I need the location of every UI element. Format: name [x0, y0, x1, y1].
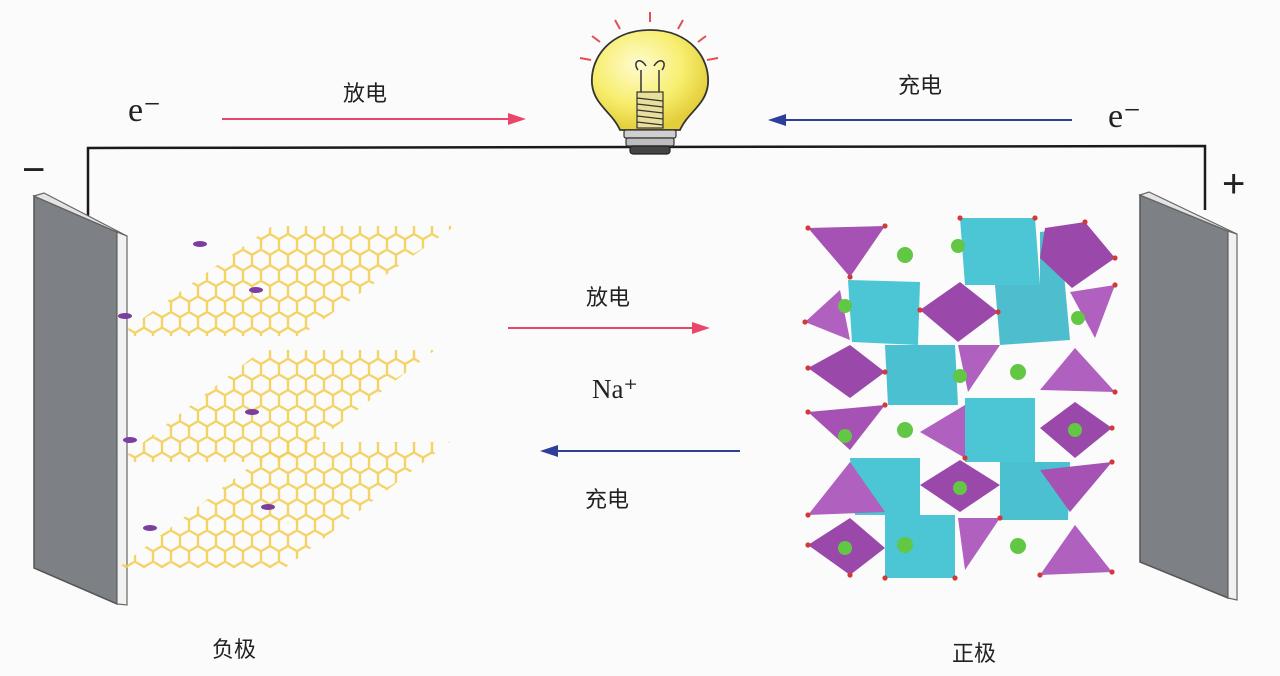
sodium-ion	[838, 429, 852, 443]
octahedron	[920, 405, 965, 458]
charge-electron-arrow	[768, 114, 1072, 126]
charge-label-top: 充电	[898, 74, 943, 99]
sodium-site	[261, 504, 275, 510]
sodium-ion	[953, 481, 967, 495]
discharge-label-top: 放电	[343, 82, 388, 107]
external-wire	[86, 144, 1207, 218]
sodium-site	[123, 437, 137, 443]
graphene-layer	[118, 442, 450, 568]
octahedron	[1040, 222, 1115, 288]
graphene-layer	[118, 350, 435, 462]
octahedron	[805, 290, 850, 340]
graphene-layer	[118, 226, 455, 336]
sodium-ion	[1071, 311, 1085, 325]
prism	[848, 280, 920, 345]
positive-electrode-plate	[1138, 191, 1238, 601]
octahedron	[958, 345, 1000, 392]
octahedron	[1040, 462, 1112, 512]
octahedron	[1070, 285, 1115, 338]
charge-ion-arrow	[540, 445, 740, 457]
charge-label-ion: 充电	[585, 488, 630, 513]
sodium-ion	[838, 299, 852, 313]
discharge-ion-arrow	[508, 322, 710, 334]
prism	[965, 398, 1035, 462]
octahedron	[808, 462, 885, 515]
octahedron	[920, 282, 998, 342]
cathode-crystal-structure	[802, 215, 1118, 581]
graphene-layers	[118, 226, 455, 568]
octahedron	[808, 405, 885, 450]
sodium-ion	[897, 247, 913, 263]
sodium-site	[118, 313, 132, 319]
prism	[885, 515, 955, 578]
sodium-site	[245, 409, 259, 415]
prism	[885, 345, 958, 405]
octahedron	[808, 345, 885, 398]
sodium-ion	[951, 239, 965, 253]
octahedron	[1040, 525, 1112, 575]
positive-terminal-sign: +	[1222, 162, 1246, 206]
discharge-label-ion: 放电	[586, 286, 631, 311]
octahedron	[1040, 348, 1115, 392]
light-bulb-icon	[579, 12, 719, 155]
sodium-ion-label: Na⁺	[592, 374, 638, 404]
discharge-electron-arrow	[222, 113, 526, 125]
electron-label-right: e⁻	[1108, 98, 1142, 135]
sodium-ion	[897, 537, 913, 553]
negative-electrode-plate	[32, 192, 128, 606]
sodium-ion	[1068, 423, 1082, 437]
sodium-site	[143, 525, 157, 531]
sodium-ion	[897, 422, 913, 438]
sodium-ion	[838, 541, 852, 555]
oxygen-vertices	[802, 215, 1118, 581]
sodium-ion	[953, 369, 967, 383]
sodium-ion	[1010, 364, 1026, 380]
sodium-site	[193, 241, 207, 247]
negative-electrode-label: 负极	[212, 638, 257, 663]
octahedron	[808, 226, 885, 277]
sodium-ion	[1010, 538, 1026, 554]
positive-electrode-label: 正极	[952, 642, 997, 667]
negative-terminal-sign: −	[22, 148, 46, 192]
octahedron	[958, 518, 1000, 570]
sodium-site	[249, 287, 263, 293]
electron-label-left: e⁻	[128, 92, 162, 129]
prism	[960, 218, 1040, 285]
